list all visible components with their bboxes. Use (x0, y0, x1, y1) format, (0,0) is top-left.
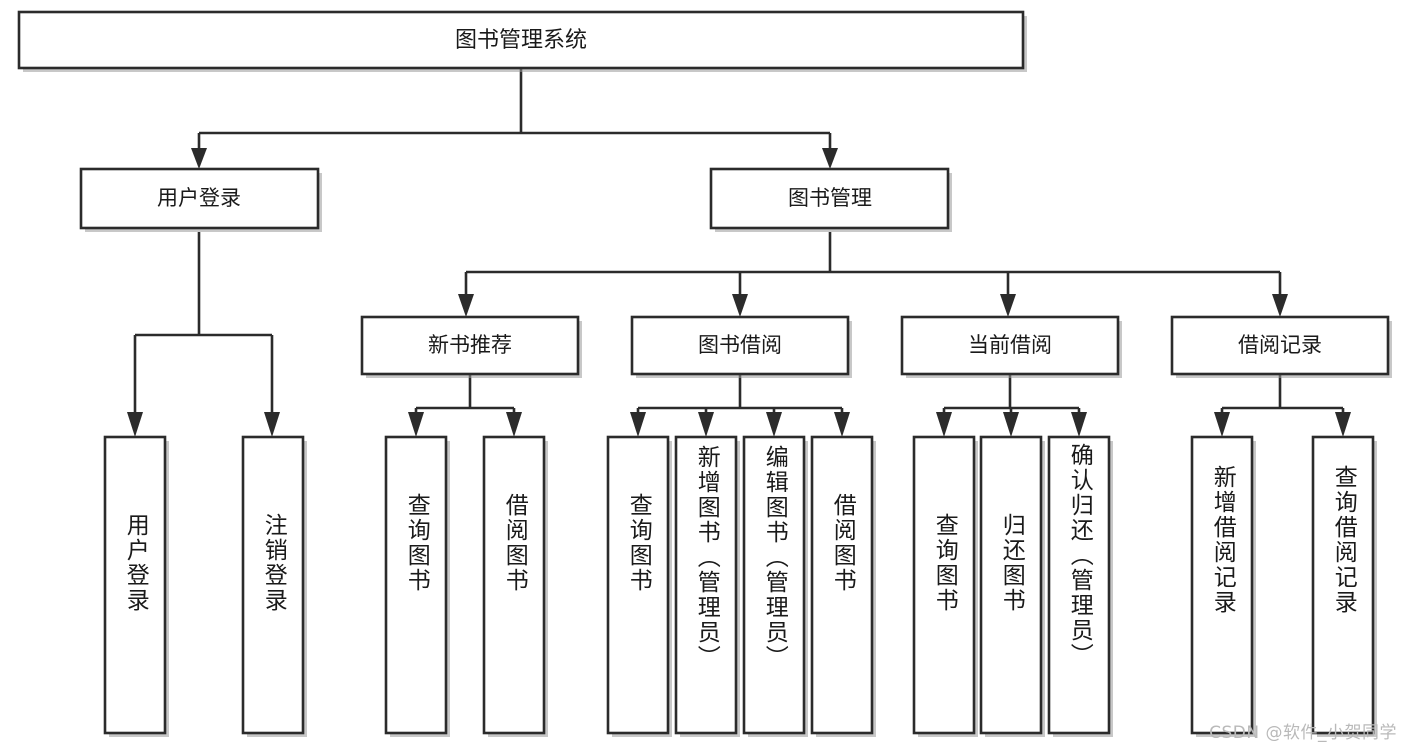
node-book-manage-box (709, 167, 950, 230)
arrow-to-new-book-rec (458, 294, 474, 317)
node-new-book-rec[interactable]: 新书推荐 (360, 315, 582, 378)
leaf-bb-query-box[interactable] (606, 435, 670, 735)
leaf-boxes-layer (103, 435, 1377, 737)
leaf-user-logout-box[interactable] (241, 435, 305, 735)
arrow-leaf-bb-borrow (834, 412, 850, 437)
connector-layer (127, 68, 1351, 437)
arrow-to-book-manage (822, 148, 838, 169)
arrow-leaf-bb-add (698, 412, 714, 437)
arrow-leaf-cb-query (936, 412, 952, 437)
node-current-borrow[interactable]: 当前借阅 (900, 315, 1122, 378)
arrow-leaf-rec-query (408, 412, 424, 437)
arrow-to-borrow-record (1272, 294, 1288, 317)
node-root-box (17, 10, 1025, 70)
leaf-bb-edit-box[interactable] (742, 435, 806, 735)
node-current-borrow-label: 当前借阅 (968, 333, 1052, 357)
arrow-leaf-br-add (1214, 412, 1230, 437)
leaf-bb-add-box[interactable] (674, 435, 738, 735)
node-current-borrow-box (900, 315, 1120, 376)
arrow-to-book-borrow (732, 294, 748, 317)
arrow-leaf-cb-return (1003, 412, 1019, 437)
arrow-leaf-user-login (127, 412, 143, 437)
leaf-rec-borrow-box[interactable] (482, 435, 546, 735)
node-book-borrow[interactable]: 图书借阅 (630, 315, 852, 378)
node-book-manage[interactable]: 图书管理 (709, 167, 952, 232)
watermark-text: CSDN @软件_小贺同学 (1209, 723, 1397, 743)
arrow-leaf-user-logout (264, 412, 280, 437)
node-user-login[interactable]: 用户登录 (79, 167, 322, 232)
node-user-login-label: 用户登录 (157, 186, 241, 210)
node-root-label: 图书管理系统 (455, 28, 587, 53)
leaf-user-login-box[interactable] (103, 435, 167, 735)
node-book-borrow-box (630, 315, 850, 376)
leaf-rec-query-box[interactable] (384, 435, 448, 735)
node-borrow-record-box (1170, 315, 1390, 376)
leaf-cb-confirm-box[interactable] (1047, 435, 1111, 735)
node-new-book-rec-label: 新书推荐 (428, 333, 512, 357)
node-new-book-rec-box (360, 315, 580, 376)
leaf-cb-query-box[interactable] (912, 435, 976, 735)
leaf-br-query-box[interactable] (1311, 435, 1375, 735)
node-borrow-record-label: 借阅记录 (1238, 333, 1322, 357)
node-book-manage-label: 图书管理 (788, 186, 872, 210)
node-book-borrow-label: 图书借阅 (698, 333, 782, 357)
arrow-leaf-cb-confirm (1071, 412, 1087, 437)
node-root[interactable]: 图书管理系统 (17, 10, 1027, 72)
arrow-leaf-br-query (1335, 412, 1351, 437)
leaf-cb-return-box[interactable] (979, 435, 1043, 735)
arrow-to-user-login (191, 148, 207, 169)
node-user-login-box (79, 167, 320, 230)
leaf-br-add-box[interactable] (1190, 435, 1254, 735)
leaf-bb-borrow-box[interactable] (810, 435, 874, 735)
arrow-leaf-rec-borrow (506, 412, 522, 437)
arrow-leaf-bb-edit (766, 412, 782, 437)
arrow-to-current-borrow (1000, 294, 1016, 317)
arrow-leaf-bb-query (630, 412, 646, 437)
node-borrow-record[interactable]: 借阅记录 (1170, 315, 1392, 378)
